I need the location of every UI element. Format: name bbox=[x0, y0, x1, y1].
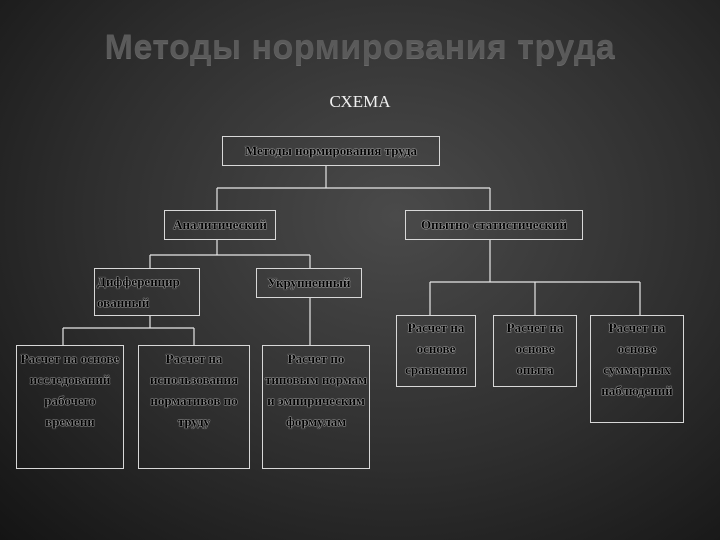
node-calc-research: Расчет на основе исследований рабочего в… bbox=[16, 345, 124, 469]
node-calc-typical: Расчет по типовым нормам и эмпирическим … bbox=[262, 345, 370, 469]
node-calc-experience: Расчет на основе опыта bbox=[493, 315, 577, 387]
node-statistical: Опытно-статистический bbox=[405, 210, 583, 240]
node-analytical: Аналитический bbox=[164, 210, 276, 240]
node-differentiated: Дифференцир ованный bbox=[94, 268, 200, 316]
slide-title: Методы нормирования труда bbox=[104, 28, 616, 66]
node-calc-norms: Расчет на использования нормативов по тр… bbox=[138, 345, 250, 469]
diagram-subtitle: СХЕМА bbox=[329, 92, 391, 111]
node-calc-comparison: Расчет на основе сравнения bbox=[396, 315, 476, 387]
node-calc-observations: Расчет на основе суммарных наблюдений bbox=[590, 315, 684, 423]
node-aggregated: Укрупненный bbox=[256, 268, 362, 298]
node-root: Методы нормирования труда bbox=[222, 136, 440, 166]
